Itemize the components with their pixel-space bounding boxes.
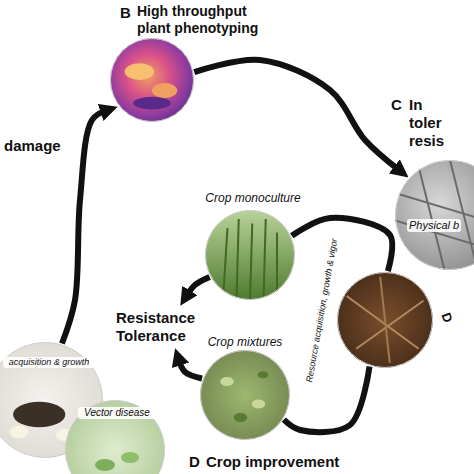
caption-text: Physical b (407, 219, 461, 232)
panel-letter: D (437, 311, 455, 325)
circle-outline (396, 161, 474, 270)
monoculture-circle: Crop monoculture (205, 210, 295, 300)
heading-text: High throughput plant phenotyping (137, 3, 277, 37)
photo-fill (205, 210, 295, 300)
caption-text: acquisition & growth (3, 357, 95, 368)
photo-detail (234, 413, 248, 422)
panel-heading: damage (4, 137, 61, 155)
photo-circle (110, 38, 194, 122)
photo-detail (152, 83, 177, 98)
photo-detail (380, 277, 390, 363)
panel-heading: Crop improvement (206, 453, 339, 471)
photo-fill (337, 272, 433, 368)
photo-fill (65, 400, 165, 474)
photo-circle (200, 350, 290, 440)
physical-barrier-circle: CIn toler resisPhysical b (395, 160, 474, 270)
photo-detail (417, 160, 445, 270)
photo-detail (258, 371, 269, 378)
caption-text: Crop monoculture (198, 191, 308, 205)
cycle-arrow (284, 366, 370, 432)
photo-detail (13, 402, 65, 428)
cycle-arrow (187, 277, 210, 296)
photo-detail (223, 228, 228, 300)
panel-letter: D (189, 453, 200, 471)
outcome-text-box: Resistance Tolerance (112, 305, 212, 349)
photo-detail (264, 219, 266, 300)
photo-circle (337, 272, 433, 368)
heading-text: C (391, 96, 402, 114)
circle-outline (201, 351, 290, 440)
photo-detail (237, 219, 239, 300)
photo-circle (395, 160, 474, 270)
cycle-arrow (194, 60, 399, 170)
vector-disease-circle: Vector disease (65, 400, 165, 474)
photo-detail (250, 224, 252, 301)
cycle-arrow (292, 218, 393, 271)
phenotyping-circle: BHigh throughput plant phenotyping (110, 38, 194, 122)
photo-detail (356, 301, 423, 349)
photo-detail (252, 400, 266, 409)
photo-detail (133, 97, 171, 110)
photo-detail (121, 452, 139, 463)
caption-text: Crop mixtures (195, 335, 295, 349)
heading-text: In toler resis (409, 96, 455, 150)
photo-detail (125, 63, 154, 80)
photo-fill (200, 350, 290, 440)
circle-outline (206, 211, 295, 300)
caption-text: Resource acquisition, growth & vigor (304, 237, 340, 383)
photo-fill (395, 160, 474, 270)
photo-detail (95, 459, 115, 471)
caption-text: Vector disease (78, 407, 156, 419)
cycle-arrow (62, 111, 106, 344)
crop-mixture-circle: Crop mixtures (200, 350, 290, 440)
root-circle: Resource acquisition, growth & vigor (337, 272, 433, 368)
cycle-arrow (179, 360, 202, 379)
photo-detail (10, 426, 29, 439)
circle-outline (66, 401, 165, 474)
heading-text: B (120, 4, 131, 22)
photo-circle (205, 210, 295, 300)
photo-detail (450, 160, 474, 270)
circle-outline (338, 273, 433, 368)
heading-text: Resistance Tolerance (116, 309, 208, 345)
photo-detail (220, 377, 234, 386)
photo-fill (110, 38, 194, 122)
circle-outline (111, 39, 194, 122)
